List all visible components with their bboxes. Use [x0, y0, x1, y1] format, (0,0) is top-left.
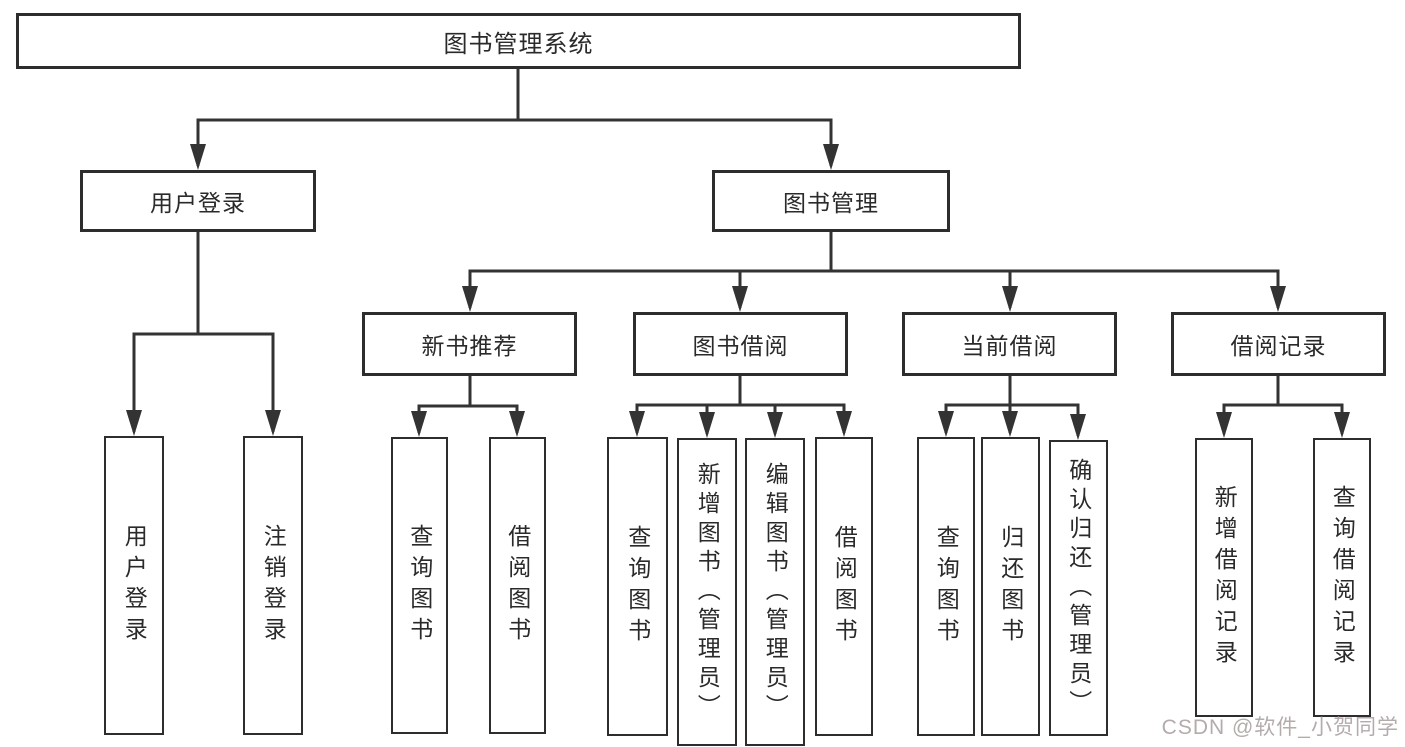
leaf-add-book-admin: 新增图书（管理员）: [677, 438, 737, 746]
arrowhead: [411, 411, 427, 437]
leaf-label: 查询图书: [933, 524, 960, 649]
connector-root-bar: [196, 118, 833, 166]
leaf-edit-book-admin: 编辑图书（管理员）: [745, 438, 805, 746]
connector-new-book-bar: [417, 404, 519, 433]
arrowhead: [265, 410, 281, 436]
leaf-user-login: 用户登录: [104, 436, 164, 735]
node-library-management-system: 图书管理系统: [16, 13, 1021, 69]
leaf-label: 查询图书: [624, 524, 651, 649]
node-borrowing-records: 借阅记录: [1171, 312, 1386, 376]
leaf-label: 借阅图书: [504, 523, 531, 648]
csdn-watermark: CSDN @软件_小贺同学: [1161, 716, 1399, 739]
node-book-borrowing: 图书借阅: [633, 312, 848, 376]
leaf-label: 查询借阅记录: [1329, 484, 1356, 671]
node-book-management: 图书管理: [712, 170, 950, 232]
leaf-return-books: 归还图书: [981, 437, 1040, 736]
leaf-logout: 注销登录: [243, 436, 303, 735]
arrowhead: [1216, 412, 1232, 438]
arrowhead: [1070, 414, 1086, 440]
leaf-query-books-recommend: 查询图书: [391, 437, 448, 734]
leaf-label: 借阅图书: [831, 524, 858, 649]
leaf-label: 注销登录: [260, 523, 287, 648]
leaf-query-books-borrowing: 查询图书: [607, 437, 668, 736]
leaf-query-borrow-record: 查询借阅记录: [1313, 438, 1371, 717]
node-user-login: 用户登录: [80, 170, 316, 232]
node-label: 图书借阅: [692, 333, 789, 359]
leaf-label: 新增图书（管理员）: [694, 461, 721, 723]
leaf-confirm-return-admin: 确认归还（管理员）: [1049, 440, 1108, 736]
leaf-query-books-current: 查询图书: [917, 437, 975, 736]
leaf-borrow-books: 借阅图书: [815, 437, 873, 736]
arrowhead: [938, 411, 954, 437]
leaf-label: 新增借阅记录: [1211, 484, 1238, 671]
arrowhead: [1334, 412, 1350, 438]
leaf-label: 确认归还（管理员）: [1065, 457, 1092, 719]
connector-current-borrow-bar: [944, 403, 1080, 436]
leaf-borrow-books-recommend: 借阅图书: [489, 437, 546, 734]
arrowhead: [462, 286, 478, 312]
leaf-label: 编辑图书（管理员）: [762, 461, 789, 723]
arrowhead: [126, 410, 142, 436]
connector-paths: [132, 69, 1344, 436]
arrowhead: [1002, 411, 1018, 437]
connector-book-borrow-bar: [635, 403, 846, 434]
leaf-label: 查询图书: [406, 523, 433, 648]
arrowhead: [1270, 286, 1286, 312]
node-new-book-recommend: 新书推荐: [362, 312, 577, 376]
arrowhead: [629, 411, 645, 437]
node-label: 新书推荐: [421, 333, 518, 359]
node-label: 当前借阅: [961, 333, 1058, 359]
connector-borrow-record-bar: [1222, 403, 1344, 434]
leaf-label: 归还图书: [997, 524, 1024, 649]
arrowhead: [836, 411, 852, 437]
leaf-label: 用户登录: [121, 523, 148, 648]
arrowhead: [190, 144, 206, 170]
node-label: 用户登录: [150, 190, 246, 216]
arrowhead: [732, 286, 748, 312]
node-label: 图书管理系统: [443, 30, 594, 58]
connector-book-mgmt-bar: [468, 269, 1280, 308]
node-label: 借阅记录: [1230, 333, 1327, 359]
node-label: 图书管理: [783, 190, 879, 216]
node-current-borrowing: 当前借阅: [902, 312, 1117, 376]
arrowhead: [1002, 286, 1018, 312]
arrowhead: [509, 411, 525, 437]
arrowhead: [767, 412, 783, 438]
connector-user-login-bar: [132, 332, 275, 432]
leaf-add-borrow-record: 新增借阅记录: [1195, 438, 1253, 717]
arrowhead: [699, 412, 715, 438]
arrowhead: [823, 144, 839, 170]
